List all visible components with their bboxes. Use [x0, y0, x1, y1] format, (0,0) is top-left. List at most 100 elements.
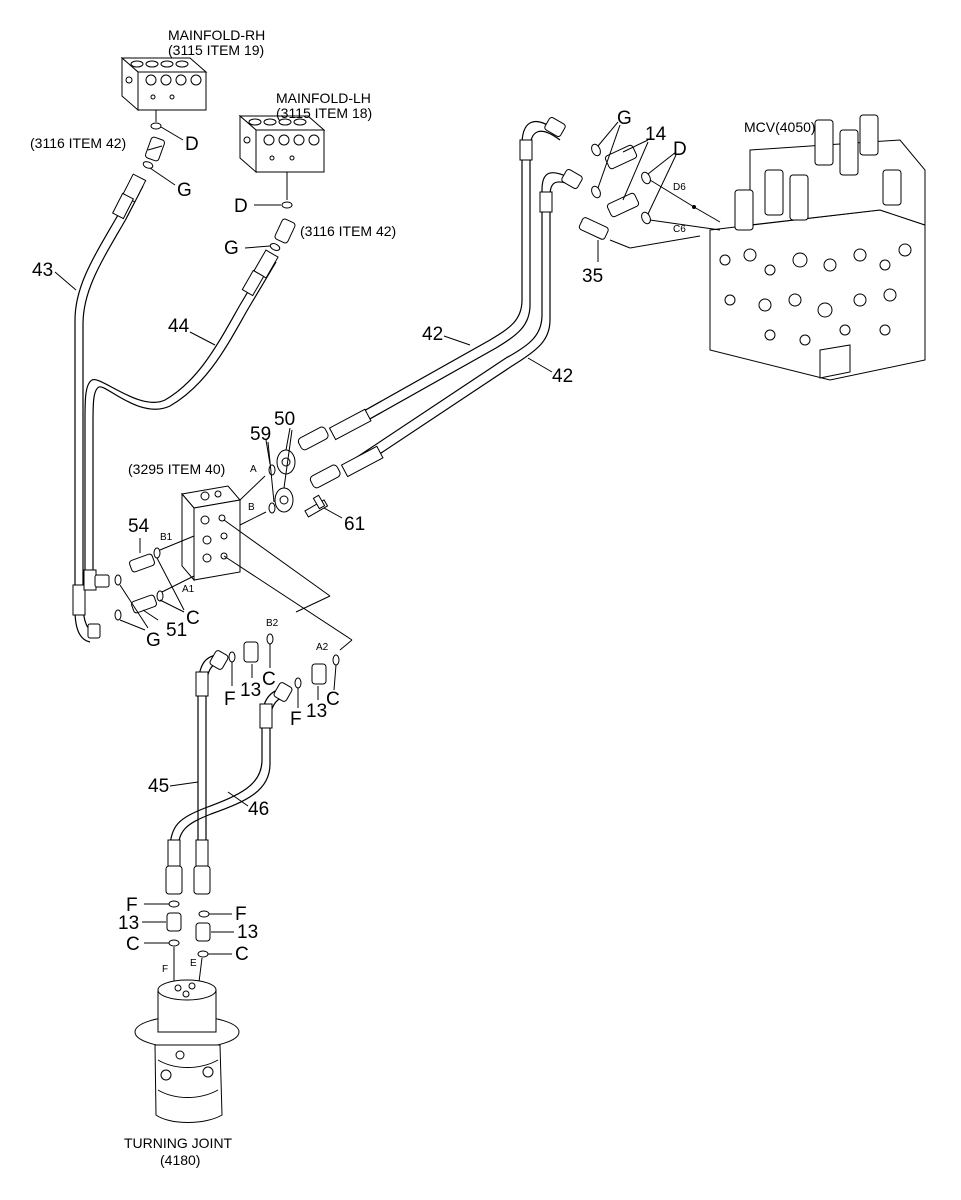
- o-ring-59: [268, 502, 276, 514]
- port-b-label: B: [248, 502, 255, 513]
- hose-42-upper: [297, 117, 566, 451]
- fitting-13: [311, 663, 327, 685]
- callout-35: 35: [582, 266, 603, 287]
- callout-13: 13: [237, 922, 258, 943]
- o-ring-c: [266, 633, 274, 645]
- callout-54: 54: [128, 516, 150, 537]
- fitting-13: [166, 912, 182, 932]
- turning-joint-ref-label: (4180): [160, 1152, 200, 1168]
- o-ring-f: [228, 651, 236, 663]
- o-ring-d: [281, 201, 293, 209]
- port-e-label: E: [190, 958, 197, 969]
- o-ring-g: [114, 574, 122, 586]
- o-ring-g: [269, 243, 281, 251]
- callout-c: C: [326, 689, 340, 710]
- callout-d: D: [185, 134, 199, 155]
- bolt-61: [304, 494, 329, 518]
- mainfold-rh-ref-label: (3115 ITEM 19): [168, 42, 264, 58]
- callout-d: D: [234, 196, 248, 217]
- hose-45: [193, 650, 229, 895]
- callout-43: 43: [32, 260, 53, 281]
- port-a2-label: A2: [316, 642, 329, 653]
- callout-c: C: [126, 934, 140, 955]
- callout-44: 44: [168, 316, 190, 337]
- callout-42: 42: [552, 366, 573, 387]
- mainfold-rh-block: [120, 56, 208, 112]
- o-ring-g: [591, 143, 601, 157]
- mcv-label: MCV(4050): [744, 119, 816, 135]
- mainfold-rh-label: MAINFOLD-RH: [168, 27, 265, 43]
- callout-42: 42: [422, 324, 443, 345]
- callout-c: C: [262, 669, 276, 690]
- mcv-valve-assembly: [709, 114, 926, 381]
- o-ring-f: [198, 910, 210, 918]
- mainfold-lh-ref-label: (3115 ITEM 18): [276, 105, 372, 121]
- callout-50: 50: [274, 409, 295, 430]
- port-c6-label: C6: [673, 224, 686, 235]
- o-ring-g: [591, 185, 601, 199]
- fitting-51: [131, 594, 157, 614]
- fitting-54: [129, 553, 155, 573]
- o-ring-g: [114, 609, 122, 621]
- callout-59: 59: [250, 424, 271, 445]
- callout-13: 13: [118, 913, 139, 934]
- callout-46: 46: [248, 799, 269, 820]
- turning-joint: [134, 979, 240, 1123]
- port-f-label: F: [162, 964, 168, 975]
- port-a1-label: A1: [182, 584, 195, 595]
- flange-50-lower: [274, 487, 294, 513]
- callout-14: 14: [645, 124, 667, 145]
- callout-45: 45: [148, 776, 169, 797]
- hose-46: [165, 682, 293, 895]
- valve-block: [181, 485, 241, 582]
- callout-c: C: [235, 944, 249, 965]
- callout-g: G: [224, 238, 239, 259]
- callout-g: G: [177, 180, 192, 201]
- callout-f: F: [290, 709, 302, 730]
- callout-g: G: [617, 108, 632, 129]
- hose-44: [83, 249, 279, 591]
- fitting-35: [578, 217, 609, 240]
- o-ring-c: [332, 654, 340, 666]
- o-ring-g: [142, 161, 154, 169]
- fitting-13: [243, 641, 259, 663]
- o-ring-d: [150, 122, 162, 130]
- o-ring-c: [156, 590, 164, 602]
- hose-42-lower: [309, 169, 583, 489]
- callout-61: 61: [344, 514, 365, 535]
- port-a-label: A: [250, 464, 257, 475]
- port-b1-label: B1: [160, 532, 173, 543]
- o-ring-d: [641, 211, 651, 225]
- adapter-fitting: [274, 218, 296, 244]
- o-ring-c: [197, 950, 209, 958]
- mainfold-lh-label: MAINFOLD-LH: [276, 90, 371, 106]
- o-ring-59: [268, 464, 276, 476]
- valve-block-ref-label: (3295 ITEM 40): [128, 461, 225, 477]
- item42-ref-left-label: (3116 ITEM 42): [30, 135, 126, 151]
- o-ring-d: [641, 171, 651, 185]
- callout-f: F: [224, 689, 236, 710]
- o-ring-c: [168, 939, 180, 947]
- port-b2-label: B2: [266, 618, 279, 629]
- connector-14-lower: [606, 192, 640, 218]
- connector-14-upper: [604, 144, 638, 170]
- port-d6-label: D6: [673, 182, 686, 193]
- mainfold-lh-block: [238, 114, 326, 174]
- callout-13: 13: [306, 701, 327, 722]
- o-ring-f: [294, 677, 302, 689]
- item42-ref-right-label: (3116 ITEM 42): [300, 223, 396, 239]
- hose-43: [72, 173, 147, 643]
- callout-f: F: [126, 895, 138, 916]
- callout-51: 51: [166, 620, 187, 641]
- adapter-fitting: [145, 136, 165, 162]
- callout-c: C: [186, 608, 200, 629]
- callout-d: D: [673, 139, 687, 160]
- o-ring-c: [153, 547, 161, 559]
- o-ring-f: [168, 900, 180, 908]
- turning-joint-label: TURNING JOINT: [124, 1135, 233, 1151]
- callout-f: F: [235, 904, 247, 925]
- callout-g: G: [146, 630, 161, 651]
- callout-13: 13: [240, 680, 261, 701]
- fitting-13: [195, 922, 211, 942]
